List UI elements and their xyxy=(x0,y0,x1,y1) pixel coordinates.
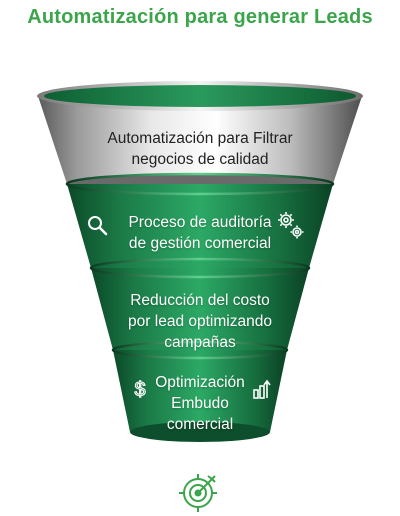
stage-4-line-1: Optimización xyxy=(155,374,245,391)
stage-4-line-3: comercial xyxy=(166,416,234,433)
growth-chart-icon xyxy=(253,379,271,399)
stage-4-line-2: Embudo xyxy=(171,395,229,412)
stage-4-label: Optimización Embudo comercial xyxy=(140,372,260,435)
separator-2 xyxy=(65,172,335,196)
stage-2-line-1: Proceso de auditoría xyxy=(128,214,272,231)
svg-text:$: $ xyxy=(134,379,145,401)
stage-2-line-2: de gestión comercial xyxy=(128,235,272,252)
funnel-section-2 xyxy=(67,184,333,268)
funnel-bottom xyxy=(130,422,270,442)
stage-3-line-1: Reducción del costo xyxy=(130,292,270,309)
funnel-section-3 xyxy=(91,268,309,350)
funnel-section-4 xyxy=(113,350,287,432)
stage-2-label: Proceso de auditoría de gestión comercia… xyxy=(100,212,300,254)
gears-icon xyxy=(278,212,304,239)
stage-3-label: Reducción del costo por lead optimizando… xyxy=(105,290,295,353)
page-title: Automatización para generar Leads xyxy=(27,6,373,28)
separator-3 xyxy=(89,257,311,279)
stage-1-line-2: negocios de calidad xyxy=(131,151,269,168)
stage-1-line-1: Automatización para Filtrar xyxy=(107,130,293,147)
separator-4 xyxy=(111,340,289,360)
dollar-icon: $ xyxy=(134,378,146,401)
target-icon xyxy=(179,474,217,512)
funnel-mouth xyxy=(44,85,356,107)
stage-1-label: Automatización para Filtrar negocios de … xyxy=(70,128,330,170)
stage-3-line-3: campañas xyxy=(164,334,236,351)
stage-3-line-2: por lead optimizando xyxy=(128,313,272,330)
search-icon xyxy=(88,216,108,236)
funnel-section-1 xyxy=(38,96,362,184)
